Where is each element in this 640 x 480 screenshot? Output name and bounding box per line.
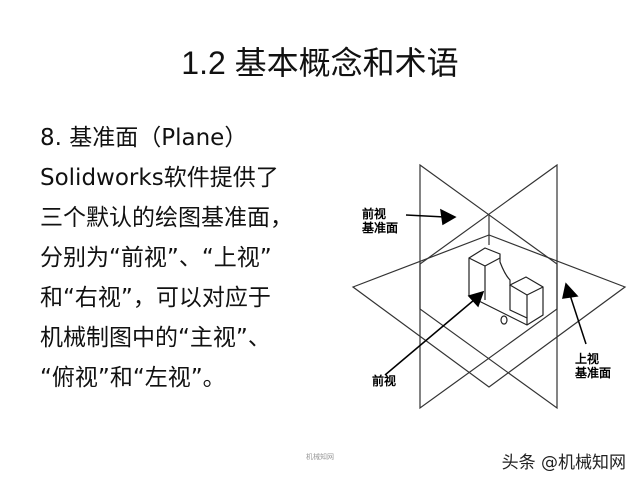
label-front: 前视 — [372, 374, 397, 388]
part-model — [468, 247, 544, 326]
slide-body: 8. 基准面（Plane） Solidworks软件提供了 三个默认的绘图基准面… — [40, 118, 293, 398]
label-front-plane-line1: 前视 — [362, 207, 387, 221]
slide-footer: 机械知网 — [306, 453, 334, 461]
body-line: 机械制图中的“主视”、 — [40, 325, 271, 351]
body-line: 和“右视”，可以对应于 — [40, 285, 271, 311]
body-line: 分别为“前视”、“上视” — [40, 245, 272, 271]
label-top-plane-line1: 上视 — [575, 352, 600, 366]
label-front-plane: 前视 基准面 — [362, 207, 398, 235]
body-line: Solidworks软件提供了 — [40, 165, 279, 191]
watermark: 头条 @机械知网 — [501, 453, 626, 473]
body-line: “俯视”和“左视”。 — [40, 365, 226, 391]
label-front-plane-line2: 基准面 — [362, 221, 399, 235]
plane-diagram: 前视 基准面 前视 上视 基准面 — [345, 155, 640, 425]
body-line: 8. 基准面（Plane） — [40, 125, 248, 151]
plane-diagram-drawing — [351, 163, 627, 410]
slide-title: 1.2 基本概念和术语 — [181, 45, 459, 81]
vertical-plane-b — [419, 163, 558, 410]
body-line: 三个默认的绘图基准面， — [40, 205, 293, 231]
label-top-plane-line2: 基准面 — [575, 366, 612, 380]
horizontal-plane — [351, 234, 627, 388]
vertical-plane-a — [419, 163, 558, 410]
label-top-plane: 上视 基准面 — [575, 352, 611, 380]
